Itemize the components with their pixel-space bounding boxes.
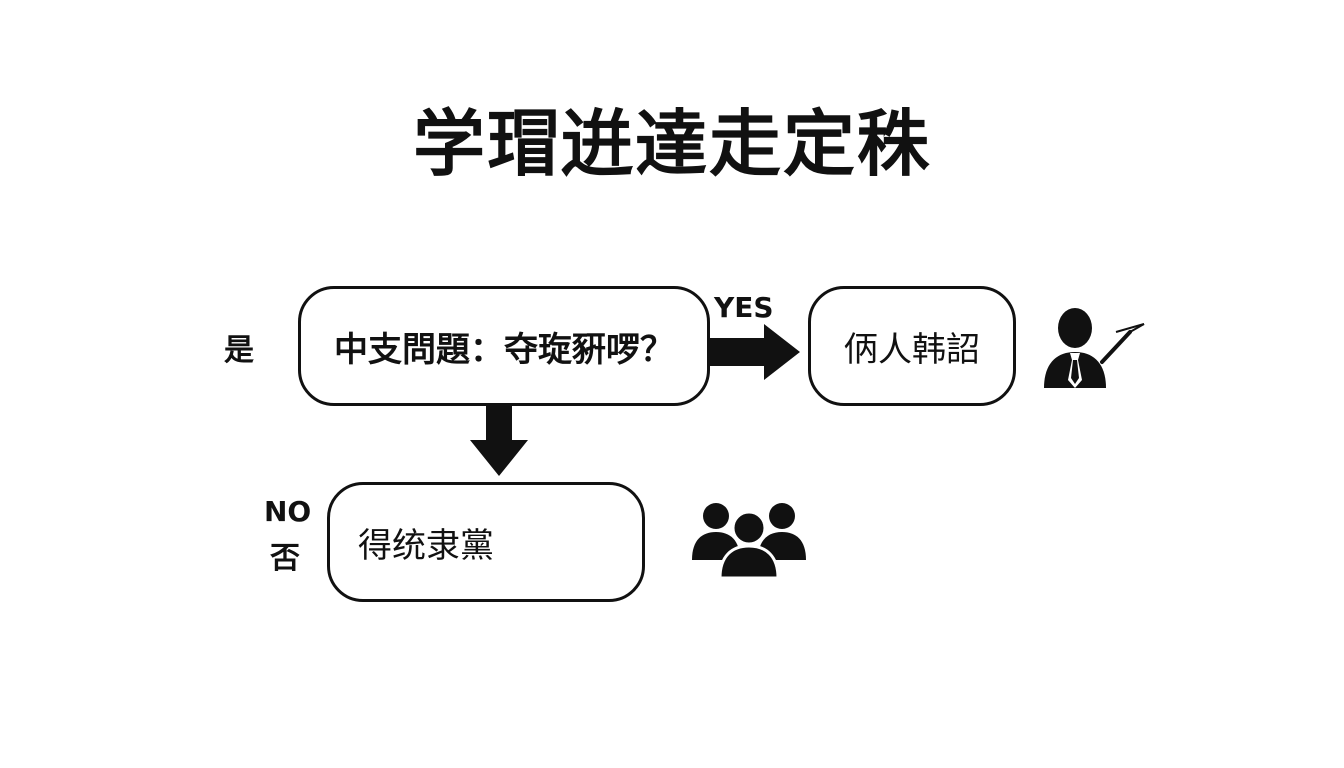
left-label: 是: [224, 333, 254, 368]
yes-arrow-icon: [710, 324, 800, 380]
no-arrow-icon: [470, 404, 528, 476]
yes-result-text: 㑂人韩詔: [844, 329, 980, 370]
group-of-people-icon: [692, 503, 806, 580]
yes-result-box: 㑂人韩詔: [808, 286, 1016, 406]
no-result-box: 得统隶黨: [327, 482, 645, 602]
question-text: 中支問題：夺琁豣啰？: [334, 329, 674, 370]
diagram-title: 学瑁逬達走定秼: [412, 102, 931, 186]
teacher-with-pointer-icon: [1044, 308, 1145, 388]
yes-label: YES: [714, 291, 774, 324]
question-box: 中支問題：夺琁豣啰？: [298, 286, 710, 406]
no-sub-label: 否: [270, 541, 300, 576]
no-result-text: 得统隶黨: [358, 525, 494, 566]
no-label: NO: [264, 495, 312, 528]
